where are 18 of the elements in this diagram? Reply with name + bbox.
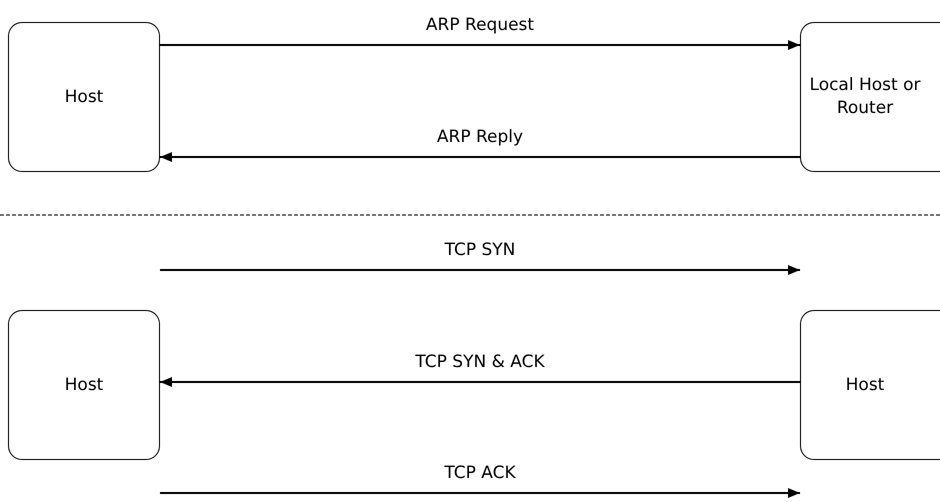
edge-label: ARP Reply — [436, 127, 524, 147]
node-label: Host — [64, 374, 104, 396]
host-box — [800, 310, 940, 460]
arrow — [160, 265, 800, 275]
edge-label: TCP SYN & ACK — [415, 352, 545, 372]
host-box — [8, 22, 160, 172]
arrow — [160, 488, 800, 498]
edge-label: ARP Request — [426, 15, 534, 35]
host-box — [8, 310, 160, 460]
node-label: Local Host or Router — [808, 74, 922, 120]
node-label: Host — [64, 86, 104, 108]
arrow — [160, 152, 800, 162]
edge-label: TCP SYN — [444, 240, 516, 260]
arrow — [160, 40, 800, 50]
host-box — [800, 22, 940, 172]
arrow — [160, 377, 800, 387]
edge-label: TCP ACK — [444, 463, 516, 483]
node-label: Host — [846, 374, 884, 396]
